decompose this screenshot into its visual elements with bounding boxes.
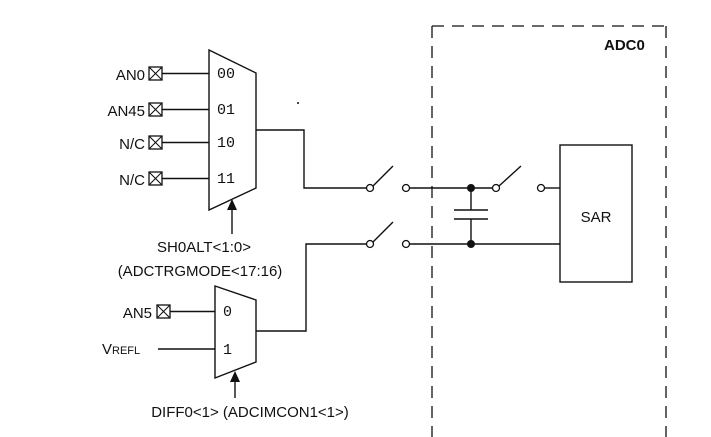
mux-code: 01 <box>217 102 235 119</box>
mux2-select-label: DIFF0<1> (ADCIMCON1<1>) <box>151 404 349 421</box>
pin-box-icon <box>148 66 163 81</box>
pin-box-icon <box>148 102 163 117</box>
pin-label: VREFL <box>102 341 140 358</box>
mux1-input-2: N/C 10 <box>119 135 235 153</box>
pin-label: N/C <box>119 136 145 153</box>
pin-box-icon <box>148 135 163 150</box>
mux1-input-0: AN0 00 <box>116 66 235 84</box>
mux1-input-3: N/C 11 <box>119 171 235 189</box>
mux1-select-arrow <box>227 199 237 234</box>
pin-label: N/C <box>119 172 145 189</box>
mux2-output-wire <box>256 243 366 332</box>
mux2-body <box>214 285 257 380</box>
adc0-boundary <box>431 25 667 437</box>
sar-block <box>559 144 633 283</box>
pin-label: AN45 <box>107 103 145 120</box>
pin-label: AN0 <box>116 67 145 84</box>
pin-label-prefix: V <box>102 341 112 358</box>
pin-label-sub: REFL <box>112 345 140 357</box>
pin-box-icon <box>156 304 171 319</box>
mux-code: 11 <box>217 171 235 188</box>
pin-box-icon <box>148 171 163 186</box>
switch-3 <box>491 165 560 193</box>
mux-code: 00 <box>217 66 235 83</box>
mux1-body <box>208 48 257 212</box>
sar-label: SAR <box>581 209 612 226</box>
mux1-input-1: AN45 01 <box>107 102 235 120</box>
mux2-input-0: AN5 0 <box>123 304 232 322</box>
mux2-select-arrow <box>230 371 240 398</box>
switch-1 <box>365 165 411 193</box>
sample-capacitor <box>409 184 560 248</box>
mux2-input-1: VREFL 1 <box>102 341 232 359</box>
pin-label: AN5 <box>123 305 152 322</box>
switch-2 <box>365 221 411 249</box>
mux-code: 1 <box>223 342 232 359</box>
mux1-select-label: SH0ALT<1:0> <box>157 239 251 256</box>
mux1-select-register: (ADCTRGMODE<17:16) <box>118 263 283 280</box>
mux-code: 10 <box>217 135 235 152</box>
adc0-label: ADC0 <box>604 37 645 54</box>
mux-code: 0 <box>223 304 232 321</box>
mux1-output-wire <box>256 129 366 189</box>
stray-dot <box>297 102 299 104</box>
